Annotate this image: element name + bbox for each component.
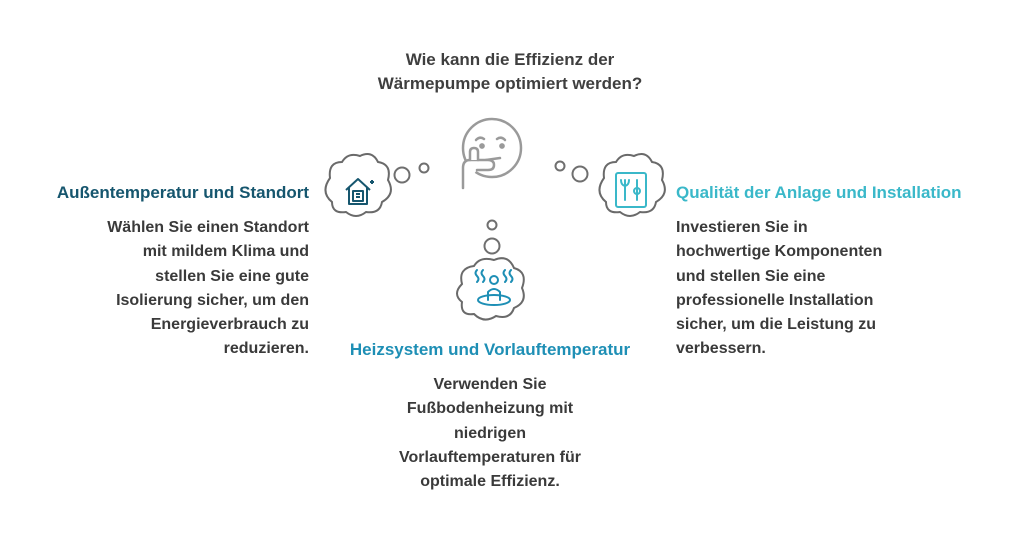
description-line: Wählen Sie einen Standort: [107, 219, 309, 236]
question-line: Wie kann die Effizienz der: [405, 50, 615, 69]
bubble-dot: [483, 237, 501, 255]
description-line: reduzieren.: [223, 340, 309, 358]
description-line: verbessern.: [676, 340, 766, 358]
bubble-dot: [393, 166, 411, 184]
left-branch-description: Wählen Sie einen Standort mit mildem Kli…: [9, 216, 309, 362]
description-line: hochwertige Komponenten: [676, 243, 883, 261]
tools-icon: [615, 172, 647, 208]
description-line: Vorlauftemperaturen für: [399, 448, 581, 466]
thinking-face-icon: [461, 117, 523, 190]
central-question: Wie kann die Effizienz der Wärmepumpe op…: [340, 48, 680, 96]
left-cloud: [324, 153, 392, 217]
right-cloud: [598, 153, 666, 217]
bottom-cloud: [456, 257, 525, 321]
description-line: Isolierung sicher, um den: [116, 291, 309, 309]
bubble-dot: [486, 219, 498, 231]
left-branch-title: Außentemperatur und Standort: [56, 183, 309, 202]
description-line: niedrigen: [453, 424, 526, 442]
bottom-branch-title: Heizsystem und Vorlauftemperatur: [349, 340, 631, 359]
bottom-branch-description: Verwenden Sie Fußbodenheizung mit niedri…: [320, 373, 660, 494]
bubble-dot: [418, 162, 430, 174]
description-line: Fußbodenheizung mit: [406, 400, 574, 418]
description-line: professionelle Installation: [676, 291, 874, 309]
description-line: und stellen Sie eine: [676, 267, 826, 285]
description-line: Verwenden Sie: [433, 376, 547, 393]
right-branch-title: Qualität der Anlage und Installation: [676, 183, 962, 202]
description-line: optimale Effizienz.: [420, 473, 560, 491]
description-line: stellen Sie eine gute: [155, 267, 309, 285]
description-line: Energieverbrauch zu: [150, 316, 309, 334]
description-line: Investieren Sie in: [676, 219, 808, 236]
bubble-dot: [571, 165, 589, 183]
description-line: sicher, um die Leistung zu: [676, 316, 877, 334]
description-line: mit mildem Klima und: [142, 243, 309, 261]
house-icon: [345, 178, 374, 205]
question-line: Wärmepumpe optimiert werden?: [377, 74, 643, 93]
right-branch-description: Investieren Sie in hochwertige Komponent…: [676, 216, 996, 362]
bubble-dot: [554, 160, 566, 172]
floor-heating-icon: [474, 269, 514, 306]
thought-bubbles: [393, 160, 589, 255]
